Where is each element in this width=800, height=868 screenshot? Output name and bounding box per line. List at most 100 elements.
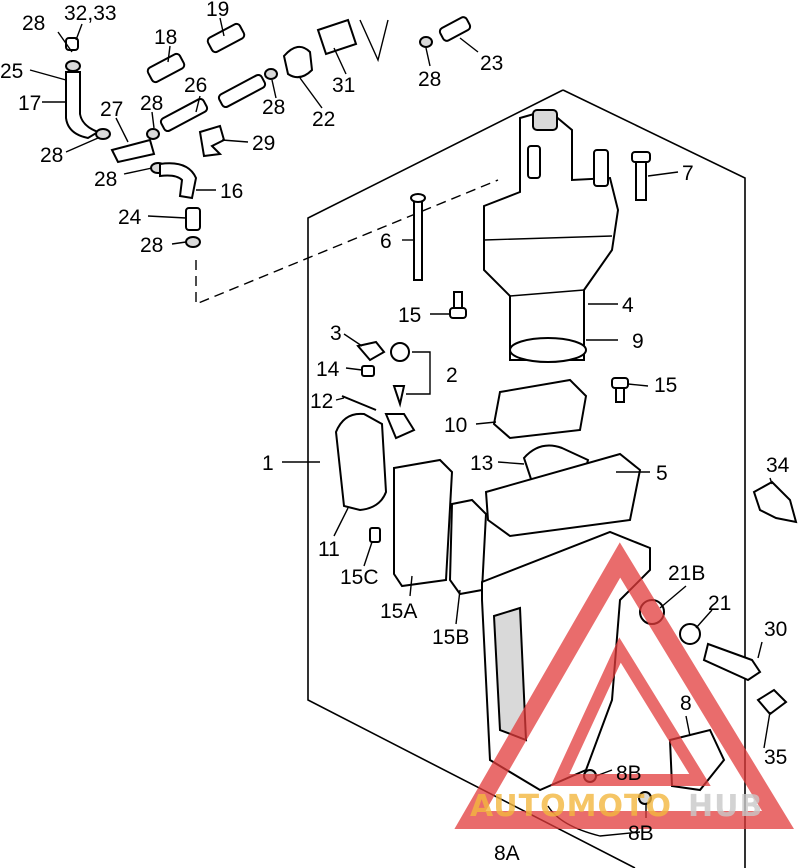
clip-part-28-left: [95, 128, 111, 140]
clip-part-28-mid: [146, 128, 160, 140]
hose-subassembly: [65, 16, 499, 306]
part-label-34: 34: [766, 454, 790, 477]
part-label-8b: 8B: [628, 822, 654, 845]
screw-head-15-b: [611, 377, 629, 389]
nipple-right: [593, 149, 609, 187]
pin-part-12: [341, 395, 377, 411]
part-label-21b: 21B: [668, 562, 705, 585]
screw-part-15-a: [453, 291, 463, 309]
vapor-separator-body: [483, 108, 620, 363]
gasket-part-5: [484, 452, 642, 538]
clip-part-28-right: [419, 36, 433, 48]
bolt-part-30: [702, 642, 762, 682]
part-label-24: 24: [118, 206, 142, 229]
part-label-28: 28: [40, 144, 63, 167]
float-arm: [384, 413, 416, 440]
part-label-15b: 15B: [432, 626, 469, 649]
leader-lines: [29, 17, 773, 818]
screw-part-15-b: [615, 387, 625, 403]
watermark-text-part2: HUB: [688, 789, 763, 824]
assembly-frame: [307, 89, 746, 868]
part-label-6: 6: [380, 230, 392, 253]
hose-part-23: [438, 16, 472, 42]
pump-bottom-9: [509, 337, 587, 363]
grommet-part-21: [679, 623, 701, 645]
part-label-28: 28: [140, 92, 163, 115]
part-label-23: 23: [480, 52, 503, 75]
seat-part-2: [390, 342, 410, 362]
part-label-28: 28: [262, 96, 285, 119]
part-label-15: 15: [654, 374, 677, 397]
part-label-13: 13: [470, 452, 493, 475]
part-label-15: 15: [398, 304, 421, 327]
small-parts: [334, 151, 798, 596]
part-label-15c: 15C: [340, 566, 379, 589]
part-label-4: 4: [622, 294, 634, 317]
part-label-28: 28: [140, 234, 163, 257]
part-label-28: 28: [22, 12, 45, 35]
part-label-18: 18: [154, 26, 177, 49]
part-label-14: 14: [316, 358, 340, 381]
plate-part-15a: [393, 458, 454, 588]
part-label-27: 27: [100, 98, 123, 121]
part-label-19: 19: [206, 0, 229, 21]
screw-part-14: [361, 365, 375, 377]
part-label-35: 35: [764, 746, 787, 769]
lever-part-3: [356, 340, 386, 362]
part-label-8: 8: [680, 692, 692, 715]
needle-valve-2: [392, 385, 406, 408]
part-label-8b: 8B: [616, 762, 642, 785]
part-label-21: 21: [708, 592, 731, 615]
connector-plug: [532, 109, 558, 131]
drain-screw-8b-b: [638, 791, 652, 805]
clamp-part-29: [198, 124, 226, 158]
part-label-28: 28: [94, 168, 117, 191]
filter-cap-22: [282, 45, 314, 79]
screw-part-15c: [369, 527, 381, 543]
clip-part-28-top: [65, 60, 81, 72]
gasket-part-10: [492, 378, 588, 440]
part-label-8a: 8A: [494, 842, 520, 865]
hose-part-26b: [217, 73, 267, 109]
part-label-28: 28: [418, 68, 441, 91]
nipple-left: [527, 145, 541, 179]
hose-elbow-16: [159, 162, 198, 200]
clip-part-28-bottom: [185, 236, 201, 248]
part-label-2: 2: [446, 364, 458, 387]
bolt-part-35: [756, 688, 788, 716]
screw-head-15-a: [449, 307, 467, 319]
gasket-part-15b: [448, 498, 488, 596]
part-label-17: 17: [18, 92, 41, 115]
watermark-text-part1: AUTOMOTO: [470, 789, 672, 824]
hose-part-24: [185, 207, 201, 231]
hose-part-26: [159, 97, 209, 133]
connector-part-27: [110, 138, 156, 164]
part-label-15a: 15A: [380, 600, 417, 623]
part-label-7: 7: [682, 162, 694, 185]
separator-housing-4: [483, 108, 620, 361]
part-label-1: 1: [262, 452, 274, 475]
part-label-22: 22: [312, 108, 335, 131]
part-label-5: 5: [656, 462, 668, 485]
part-label-3: 3: [330, 322, 342, 345]
part-label-9: 9: [632, 330, 644, 353]
hose-elbow-17: [65, 71, 101, 140]
part-label-10: 10: [444, 414, 467, 437]
part-label-11: 11: [318, 538, 340, 561]
part-label-26: 26: [184, 74, 207, 97]
part-label-16: 16: [220, 180, 243, 203]
part-label-12: 12: [310, 390, 333, 413]
hose-part-19: [206, 22, 246, 54]
part-label-29: 29: [252, 132, 275, 155]
hose-part-18: [146, 52, 186, 84]
float-part-11: [334, 412, 388, 512]
watermark-logo: AUTOMOTO HUB: [454, 542, 795, 829]
bolt-head-6: [410, 193, 426, 203]
part-label-32-33: 32,33: [64, 2, 117, 25]
screw-part-7: [635, 159, 647, 201]
bolt-part-6: [413, 199, 423, 281]
part-label-30: 30: [764, 618, 787, 641]
fuel-filter-31: [316, 18, 358, 56]
